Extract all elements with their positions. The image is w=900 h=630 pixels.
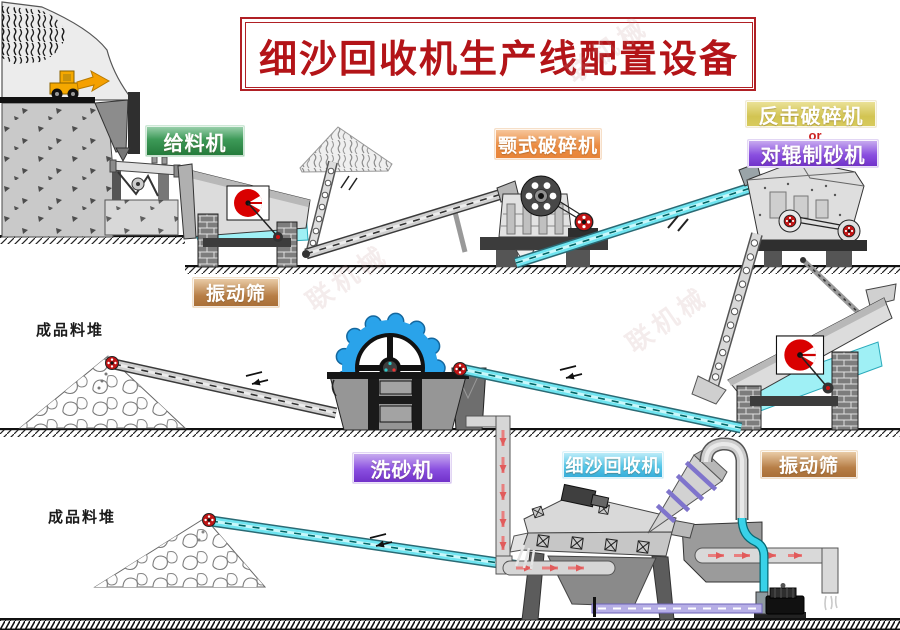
label-impact-crusher: 反击破碎机 [745,100,877,128]
jaw-flywheel [520,175,562,217]
label-jaw-crusher: 颚式破碎机 [494,128,602,160]
conveyor-to-roller-crusher [514,179,764,269]
title-banner: 细沙回收机生产线配置设备 [240,17,756,91]
cyclone [647,449,728,534]
page-title: 细沙回收机生产线配置设备 [258,38,739,81]
title-inner-border: 细沙回收机生产线配置设备 [245,22,753,88]
wheel-loader [49,69,111,100]
jaw-crusher-illustration [480,175,608,267]
lattice-elevator [691,232,866,405]
label-roller-sand-maker: 对辊制砂机 [747,139,879,168]
screen-motor [560,483,610,509]
vibrating-screen-top-illustration [177,163,311,268]
label-feeder: 给料机 [145,125,245,157]
roller-crusher-illustration [738,159,867,267]
sand-spray [514,544,536,570]
label-stockpile-middle: 成品料堆 [36,322,105,339]
sand-washer-illustration [327,312,487,431]
overflow-hook-pipe [699,437,749,520]
label-sand-washer: 洗砂机 [352,452,452,484]
intermediate-stockpile [299,126,393,252]
stockpile-middle-illustration [18,355,187,429]
conveyor-to-bottom-stockpile [202,513,534,574]
quarry-mountain [0,1,140,238]
feeder-machine [104,155,181,236]
conveyor-to-jaw-crusher [302,186,513,260]
conveyor-to-middle-stockpile [105,356,338,419]
stockpile-bottom-illustration [93,517,267,588]
label-fine-sand-recycler: 细沙回收机 [562,451,664,479]
conveyor-from-washer [453,362,743,434]
return-pipe [591,597,763,617]
label-stockpile-bottom: 成品料堆 [48,509,117,526]
label-vibrating-screen-top: 振动筛 [192,277,280,308]
vibrating-screen-middle-illustration [727,283,897,431]
pump-pipe [737,517,769,592]
slurry-pump [754,583,806,618]
label-vibrating-screen-bottom: 振动筛 [760,450,858,479]
